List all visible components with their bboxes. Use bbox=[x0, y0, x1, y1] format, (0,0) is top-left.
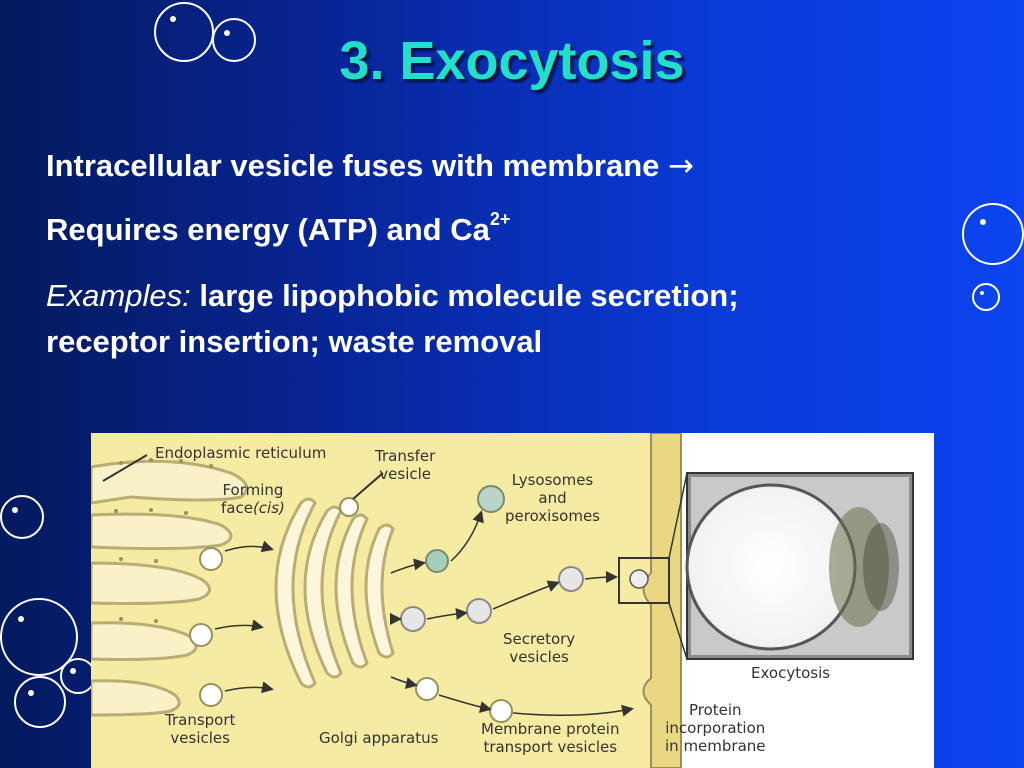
bullet-line-1-text: Intracellular vesicle fuses with membran… bbox=[46, 148, 660, 183]
label-endoplasmic-reticulum: Endoplasmic reticulum bbox=[155, 444, 327, 462]
pathway-arrows bbox=[214, 510, 634, 717]
exocytosis-micrograph bbox=[685, 472, 914, 660]
bullet-line-2-text: Requires energy (ATP) and Ca bbox=[46, 212, 490, 247]
bullet-line-4: receptor insertion; waste removal bbox=[46, 324, 542, 360]
label-membrane-protein-vesicles: Membrane protein transport vesicles bbox=[481, 720, 620, 756]
golgi-cisternae bbox=[274, 497, 395, 689]
decorative-bubble-icon bbox=[14, 676, 66, 728]
bullet-line-1: Intracellular vesicle fuses with membran… bbox=[46, 148, 694, 184]
label-membrane-line2: transport vesicles bbox=[483, 738, 618, 756]
label-secretory-vesicles: Secretory vesicles bbox=[503, 630, 575, 666]
label-lysosomes-peroxisomes: Lysosomes and peroxisomes bbox=[505, 471, 600, 525]
decorative-bubble-icon bbox=[0, 598, 78, 676]
label-transfer-line1: Transfer bbox=[375, 447, 436, 465]
label-secretory-line1: Secretory bbox=[503, 630, 576, 648]
endoplasmic-reticulum-shape bbox=[91, 459, 249, 717]
label-protein-line1: Protein bbox=[688, 701, 742, 719]
decorative-bubble-icon bbox=[972, 283, 1000, 311]
label-transfer-line2: vesicle bbox=[379, 465, 432, 483]
label-transfer-vesicle: Transfer vesicle bbox=[375, 447, 435, 483]
diagram-artwork bbox=[91, 433, 914, 768]
label-forming-face: Forming face(cis) bbox=[221, 481, 285, 517]
decorative-bubble-icon bbox=[0, 495, 44, 539]
label-transport-line1: Transport bbox=[165, 711, 236, 729]
label-lyso-line1: Lysosomes bbox=[511, 471, 594, 489]
exocytosis-diagram: Endoplasmic reticulum Transfer vesicle F… bbox=[91, 433, 934, 768]
bullet-line-3-text: large lipophobic molecule secretion; bbox=[199, 278, 739, 313]
bullet-line-2: Requires energy (ATP) and Ca2+ bbox=[46, 208, 511, 248]
label-transport-line2: vesicles bbox=[170, 729, 230, 747]
right-arrow-icon: → bbox=[668, 148, 694, 184]
label-lyso-line3: peroxisomes bbox=[505, 507, 600, 525]
label-lyso-line2: and bbox=[538, 489, 567, 507]
label-protein-line2: incorporation bbox=[665, 719, 766, 737]
fusion-site-box bbox=[618, 557, 670, 604]
membrane-protein-vesicles bbox=[415, 677, 513, 723]
slide-title: 3. Exocytosis bbox=[339, 31, 685, 91]
examples-label: Examples: bbox=[46, 278, 191, 313]
decorative-bubble-icon bbox=[962, 203, 1024, 265]
decorative-bubble-icon bbox=[212, 18, 256, 62]
label-protein-incorporation: Protein incorporation in membrane bbox=[665, 701, 766, 755]
secretory-vesicles bbox=[400, 566, 584, 632]
label-secretory-line2: vesicles bbox=[509, 648, 569, 666]
bullet-line-4-text: receptor insertion; waste removal bbox=[46, 324, 543, 359]
label-membrane-line1: Membrane protein bbox=[481, 720, 620, 738]
bullet-line-3: Examples: large lipophobic molecule secr… bbox=[46, 278, 739, 314]
label-forming-line1: Forming bbox=[222, 481, 284, 499]
label-protein-line3: in membrane bbox=[665, 737, 766, 755]
ribosomes bbox=[114, 458, 213, 623]
lysosome-vesicles bbox=[425, 485, 505, 573]
label-transport-vesicles: Transport vesicles bbox=[165, 711, 235, 747]
transport-vesicles bbox=[189, 497, 359, 707]
label-golgi-apparatus: Golgi apparatus bbox=[319, 729, 439, 747]
calcium-charge-superscript: 2+ bbox=[489, 208, 511, 229]
label-forming-cis: (cis) bbox=[252, 499, 285, 517]
label-forming-line2: face bbox=[221, 499, 253, 517]
label-exocytosis: Exocytosis bbox=[751, 664, 831, 682]
